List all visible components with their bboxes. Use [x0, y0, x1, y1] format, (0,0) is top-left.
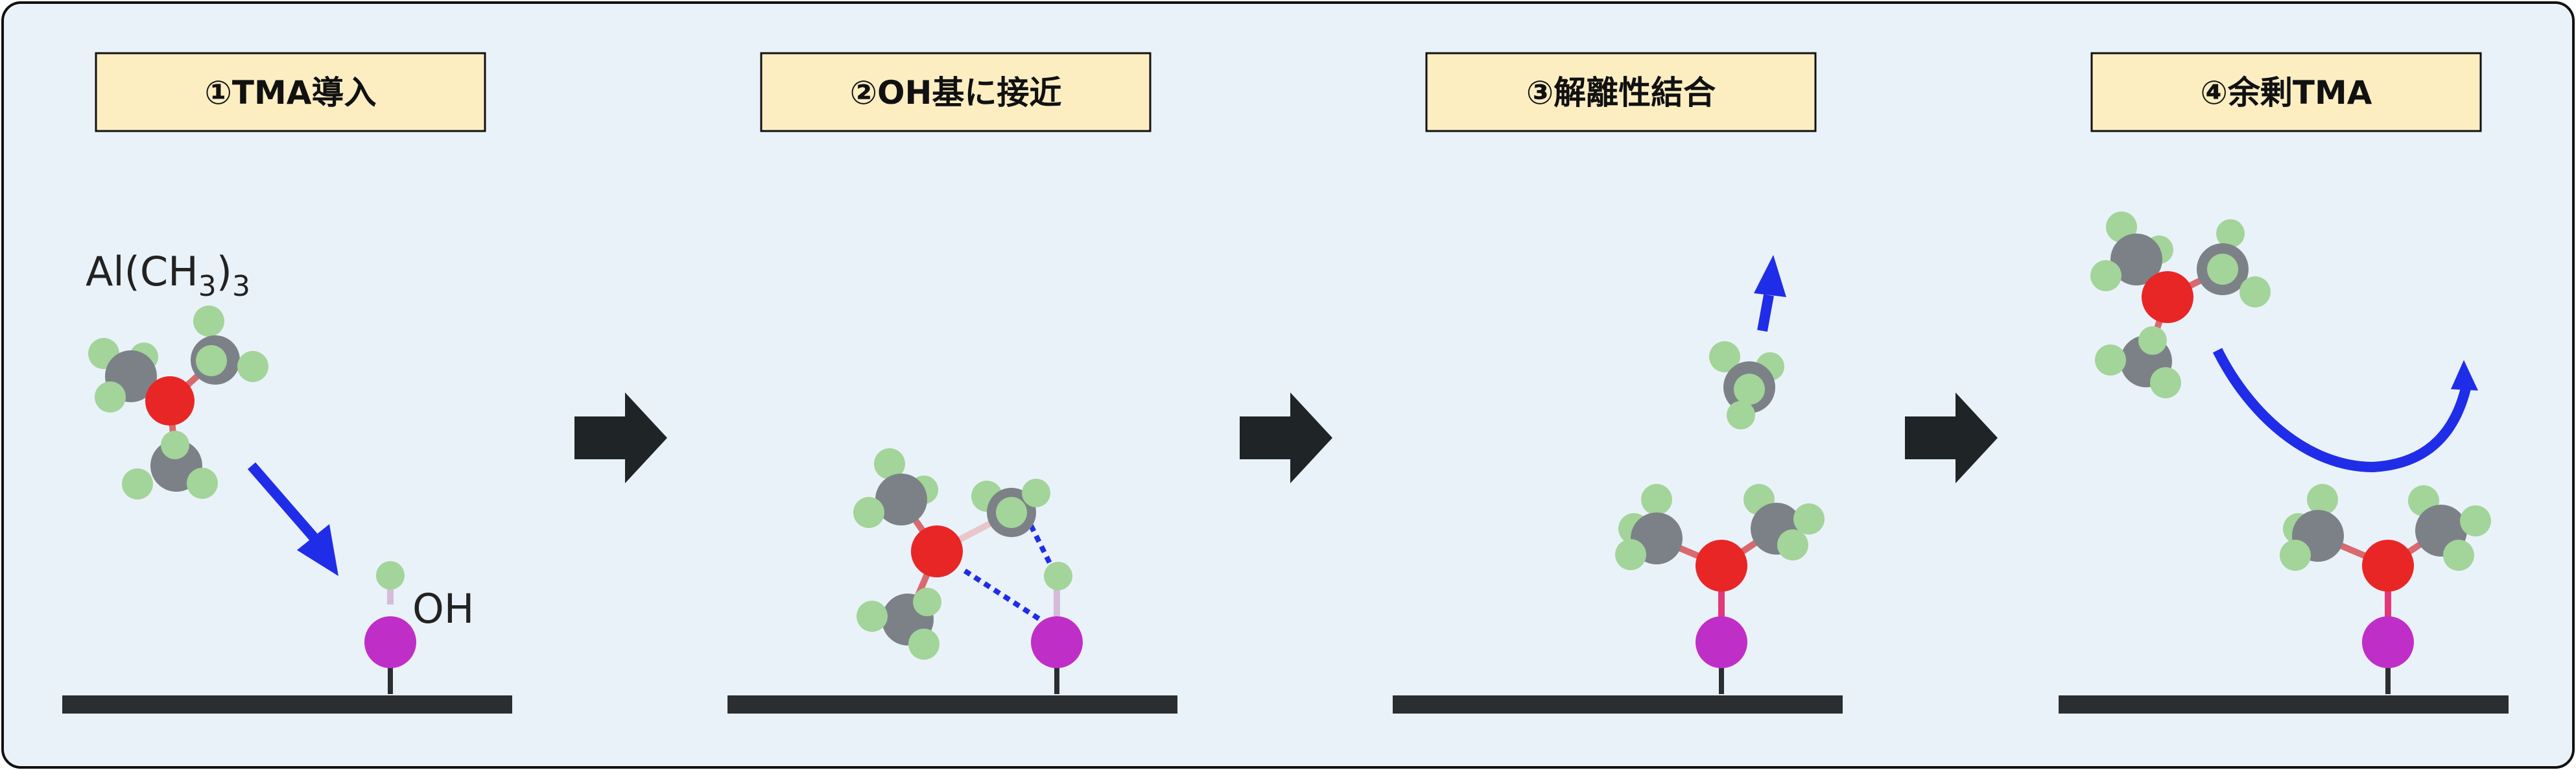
interaction-dots	[963, 568, 1047, 625]
step-1-panel: ①TMA導入 Al(CH3)3	[62, 52, 512, 714]
hydrogen-atom	[376, 561, 405, 590]
hydrogen-atom	[1793, 503, 1825, 535]
carbon-atom	[875, 474, 927, 525]
step-3-title-box	[1425, 52, 1817, 132]
substrate-surface	[62, 695, 512, 714]
hydrogen-atom	[2307, 484, 2338, 515]
step-1-title: ①TMA導入	[205, 74, 377, 112]
oxygen-atom	[1031, 616, 1083, 668]
aluminum-atom	[2142, 271, 2193, 323]
substrate-surface	[1393, 695, 1843, 714]
excess-tma-molecule	[2090, 211, 2271, 398]
hydrogen-atom	[874, 448, 905, 479]
release-arrow	[1754, 255, 1786, 332]
surface-hydroxyl	[1031, 562, 1083, 694]
step-arrow	[1905, 392, 1998, 483]
hydrogen-atom	[95, 381, 126, 413]
step-4-title: ④余剰TMA	[2201, 74, 2372, 112]
hydrogen-atom	[2239, 276, 2271, 307]
hydrogen-atom	[2280, 540, 2311, 571]
hydrogen-atom	[853, 497, 884, 528]
hydrogen-atom	[1709, 341, 1740, 372]
hydrogen-atom	[1734, 374, 1765, 405]
hydrogen-atom	[161, 431, 189, 459]
step-4-title-box	[2090, 52, 2482, 132]
hydrogen-atom	[2207, 254, 2238, 285]
step-2-panel: ②OH基に接近	[727, 52, 1177, 714]
hydrogen-atom	[2095, 344, 2126, 376]
step-3-title: ③解離性結合	[1526, 74, 1716, 112]
hydrogen-atom	[996, 497, 1027, 528]
oxygen-atom	[1696, 616, 1747, 668]
tma-molecule	[88, 306, 268, 499]
hydroxyl-label: OH	[412, 585, 474, 632]
hydrogen-atom	[193, 306, 224, 337]
step-2-title: ②OH基に接近	[850, 74, 1062, 112]
hydrogen-atom	[1022, 479, 1050, 507]
surface-hydroxyl	[364, 561, 416, 694]
released-methane	[1709, 341, 1784, 429]
hydrogen-atom	[2150, 367, 2181, 398]
aluminum-atom	[1696, 540, 1747, 592]
aluminum-atom	[911, 525, 963, 577]
bounce-arrow	[2212, 348, 2478, 473]
hydrogen-atom	[1727, 401, 1755, 429]
aluminum-atom	[2362, 540, 2414, 592]
hydrogen-atom	[122, 468, 153, 499]
bound-dmal	[1615, 484, 1825, 694]
tma-molecule	[853, 448, 1056, 660]
interaction-dots	[1028, 524, 1056, 572]
oxygen-atom	[364, 616, 416, 668]
approach-arrow	[247, 462, 338, 576]
step-3-panel: ③解離性結合	[1393, 52, 1843, 714]
step-4-panel: ④余剰TMA	[2059, 52, 2509, 714]
carbon-atom	[2110, 234, 2162, 285]
hydrogen-atom	[2138, 326, 2167, 355]
hydrogen-atom	[2460, 505, 2491, 536]
hydrogen-atom	[1641, 484, 1672, 515]
step-arrow	[574, 392, 667, 483]
hydrogen-atom	[1777, 529, 1808, 560]
step-1-title-box	[95, 52, 486, 132]
aluminum-atom	[145, 376, 195, 426]
hydrogen-atom	[1615, 539, 1646, 570]
substrate-surface	[2059, 695, 2509, 714]
step-2-title-box	[760, 52, 1152, 132]
hydrogen-atom	[1044, 562, 1072, 590]
bound-dmal	[2280, 484, 2491, 694]
hydrogen-atom	[2090, 260, 2121, 291]
oxygen-atom	[2362, 616, 2414, 668]
hydrogen-atom	[857, 601, 888, 632]
tma-formula-label: Al(CH3)3	[86, 248, 250, 303]
substrate-surface	[727, 695, 1177, 714]
step-arrow	[1240, 392, 1332, 483]
hydrogen-atom	[196, 345, 227, 376]
hydrogen-atom	[237, 351, 268, 382]
hydrogen-atom	[2216, 219, 2245, 248]
hydrogen-atom	[908, 629, 939, 660]
hydrogen-atom	[913, 588, 941, 616]
hydrogen-atom	[2443, 540, 2474, 571]
hydrogen-atom	[187, 468, 218, 499]
